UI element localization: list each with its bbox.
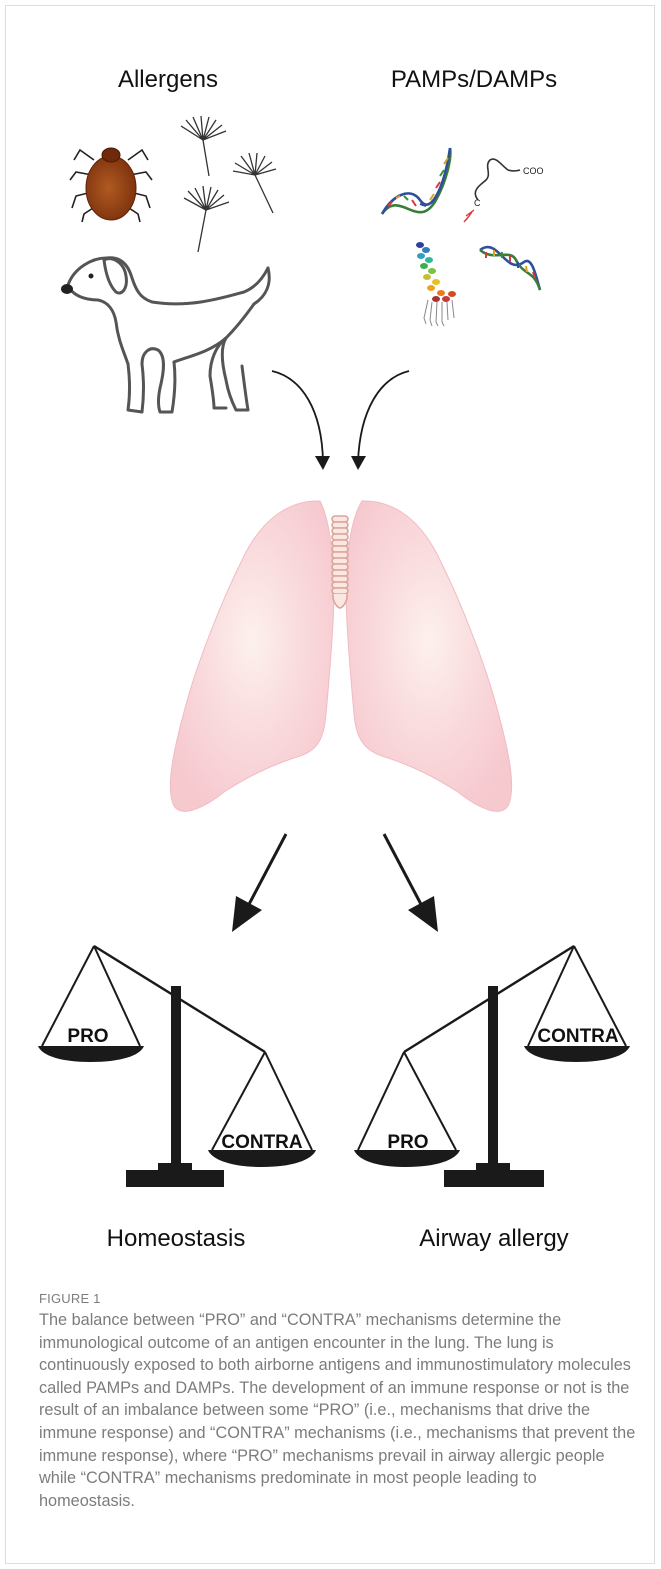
contra-label-left: CONTRA (221, 1132, 303, 1153)
balance-scale-icon-left: PRO CONTRA (38, 946, 316, 1187)
arrow-head-right (351, 456, 366, 470)
figure-label: FIGURE 1 (39, 1291, 101, 1306)
pro-label-right: PRO (387, 1132, 428, 1153)
lungs-icon (170, 501, 511, 811)
allergens-heading: Allergens (118, 66, 218, 93)
dust-mite-icon (70, 148, 152, 222)
airway-allergy-label: Airway allergy (419, 1225, 568, 1252)
dandelion-seed-icon (181, 116, 276, 252)
contra-label-right: CONTRA (537, 1026, 619, 1047)
balance-scale-icon-right: CONTRA PRO (354, 946, 630, 1187)
c-label: C (474, 198, 481, 208)
peptidoglycan-chain-icon (416, 242, 456, 326)
homeostasis-label: Homeostasis (107, 1225, 246, 1252)
coo-label: COO (523, 166, 544, 176)
pro-label-left: PRO (67, 1026, 108, 1047)
trachea-icon (332, 516, 348, 608)
arrow-to-allergy (384, 834, 424, 910)
arrow-head-allergy (408, 896, 438, 932)
dog-nose-icon (61, 284, 73, 294)
pamps-damps-heading: PAMPs/DAMPs (391, 66, 557, 93)
arrow-to-homeostasis (246, 834, 286, 910)
arrow-head-left (315, 456, 330, 470)
arrow-head-homeostasis (232, 896, 262, 932)
figure-diagram: Allergens PAMPs/DAMPs (0, 0, 661, 1280)
dog-eye-icon (89, 274, 94, 279)
figure-caption: The balance between “PRO” and “CONTRA” m… (39, 1309, 637, 1512)
arrow-allergens-to-lung (272, 371, 323, 462)
dna-helix-icon (382, 148, 450, 214)
dog-icon (68, 258, 269, 412)
lipid-molecule-icon: COO C (464, 159, 544, 222)
arrow-pamps-to-lung (358, 371, 409, 462)
dna-helix-icon-2 (480, 247, 540, 290)
